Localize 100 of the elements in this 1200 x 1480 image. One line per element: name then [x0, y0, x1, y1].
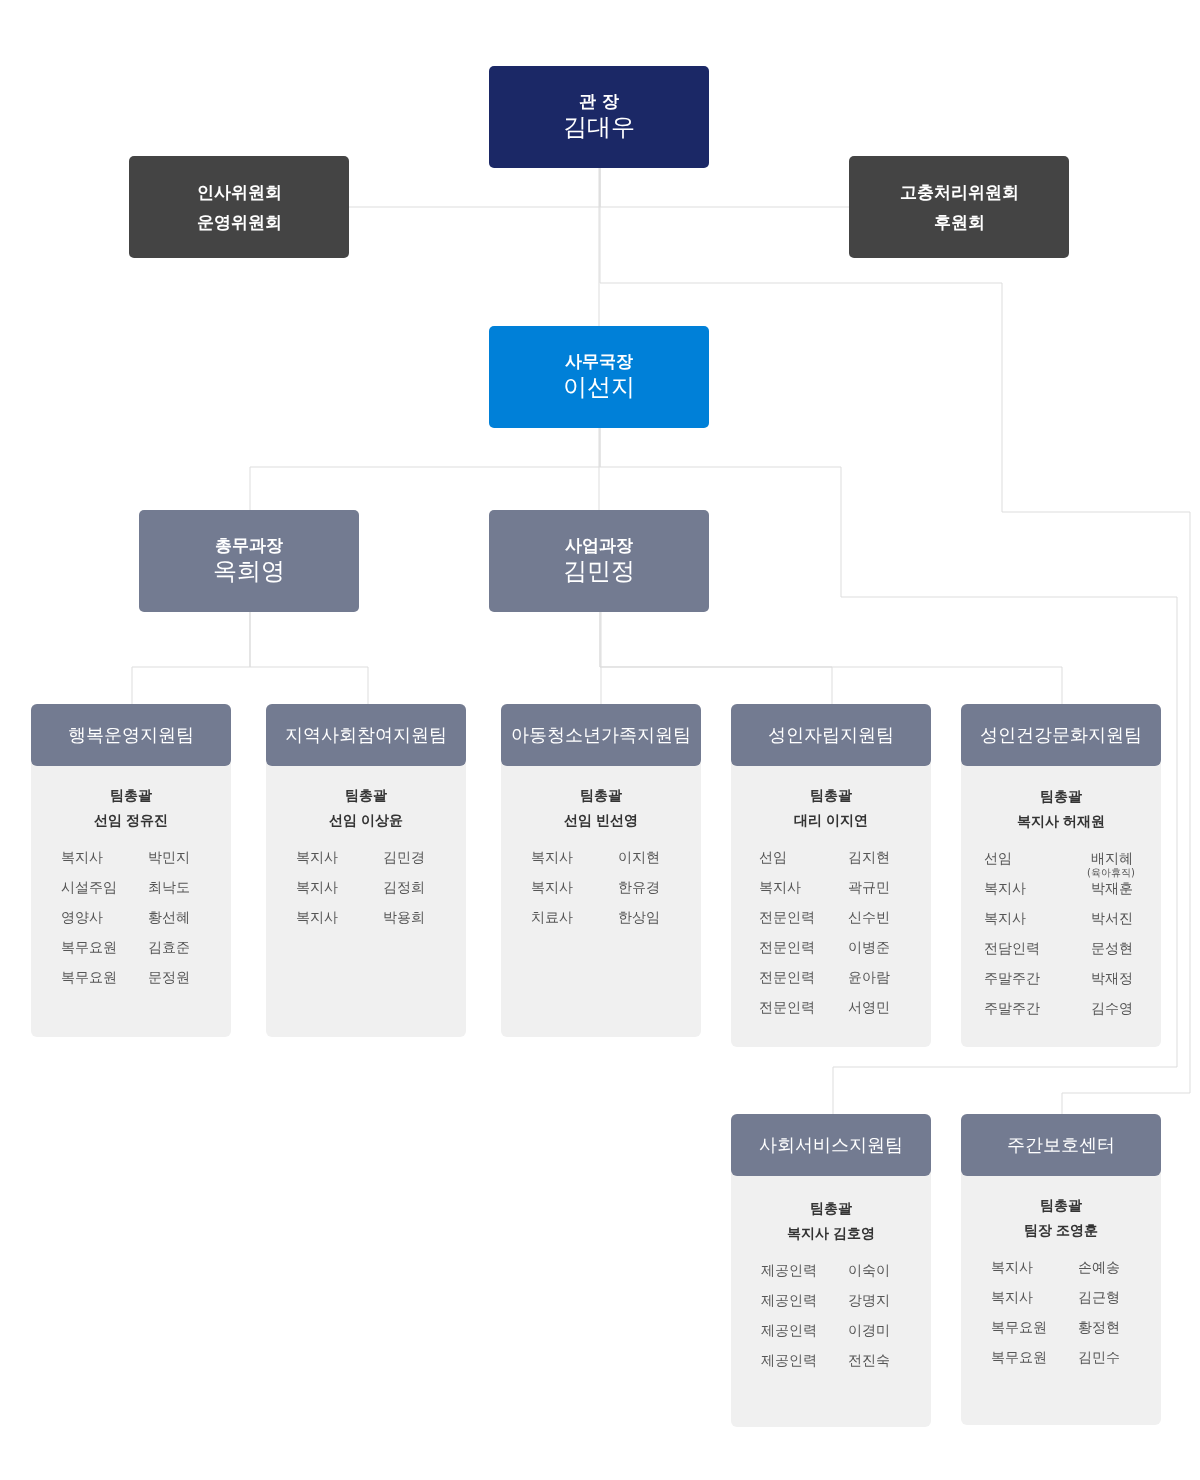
position-box: [139, 510, 359, 612]
staff-name: 이숙이: [848, 1262, 890, 1280]
team-leader: 복지사 허재원: [1015, 813, 1107, 831]
staff-role: 주말주간: [984, 1000, 1040, 1018]
role-title: 팀총괄: [1039, 1197, 1083, 1215]
role-title: 팀총괄: [344, 787, 388, 805]
staff-name: 한유경: [618, 879, 660, 897]
staff-name: 곽규민: [848, 879, 890, 897]
position-box: [489, 66, 709, 168]
person-name: 이선지: [563, 372, 635, 404]
team-header: 사회서비스지원팀: [731, 1114, 931, 1176]
staff-role: 복지사: [531, 849, 573, 867]
staff-role: 복무요원: [991, 1319, 1047, 1337]
staff-role: 복무요원: [61, 939, 117, 957]
team-leader: 선임 정유진: [92, 812, 170, 830]
position-box: [849, 156, 1069, 258]
staff-role: 제공인력: [761, 1292, 817, 1310]
staff-name: 손예송: [1078, 1259, 1120, 1277]
person-name: 후원회: [933, 211, 985, 234]
leave-note: (육아휴직): [1087, 867, 1135, 879]
team-card: [961, 1114, 1161, 1425]
staff-name: 강명지: [848, 1292, 890, 1310]
team-card: [31, 704, 231, 1037]
staff-name: 문성현: [1091, 940, 1133, 958]
staff-name: 황선혜: [148, 909, 190, 927]
staff-role: 복지사: [759, 879, 801, 897]
team-header: 성인자립지원팀: [731, 704, 931, 766]
staff-name: 문정원: [148, 969, 190, 987]
team-leader: 팀장 조영훈: [1022, 1222, 1100, 1240]
position-title: 총무과장: [215, 534, 283, 557]
staff-role: 전문인력: [759, 969, 815, 987]
team-leader: 대리 이지연: [792, 812, 870, 830]
person-name: 김민정: [563, 556, 635, 588]
staff-role: 전문인력: [759, 999, 815, 1017]
staff-role: 전문인력: [759, 939, 815, 957]
staff-role: 복무요원: [61, 969, 117, 987]
connector-line: [599, 611, 1063, 705]
staff-role: 영양사: [61, 909, 103, 927]
role-title: 팀총괄: [809, 787, 853, 805]
staff-role: 주말주간: [984, 970, 1040, 988]
staff-role: 전문인력: [759, 909, 815, 927]
staff-role: 복지사: [991, 1259, 1033, 1277]
connector-line: [599, 427, 1178, 1115]
staff-role: 복지사: [991, 1289, 1033, 1307]
person-name: 운영위원회: [196, 211, 282, 234]
team-card: [266, 704, 466, 1037]
staff-name: 김수영: [1091, 1000, 1133, 1018]
staff-name: 전진숙: [848, 1352, 890, 1370]
team-card: [731, 704, 931, 1047]
staff-role: 제공인력: [761, 1262, 817, 1280]
team-leader: 복지사 김호영: [785, 1225, 877, 1243]
position-title: 관 장: [579, 90, 619, 113]
staff-role: 복지사: [531, 879, 573, 897]
staff-role: 복무요원: [991, 1349, 1047, 1367]
staff-role: 제공인력: [761, 1322, 817, 1340]
staff-name: 이경미: [848, 1322, 890, 1340]
position-box: [489, 510, 709, 612]
role-title: 팀총괄: [109, 787, 153, 805]
staff-name: 김지현: [848, 849, 890, 867]
position-title: 사업과장: [565, 534, 633, 557]
team-header: 행복운영지원팀: [31, 704, 231, 766]
staff-role: 치료사: [531, 909, 573, 927]
role-title: 팀총괄: [1039, 788, 1083, 806]
staff-role: 선임: [759, 849, 787, 867]
staff-name: 윤아람: [848, 969, 890, 987]
staff-name: 박재정: [1091, 970, 1133, 988]
staff-role: 복지사: [296, 879, 338, 897]
staff-name: 이지현: [618, 849, 660, 867]
staff-role: 복지사: [61, 849, 103, 867]
team-card: [731, 1114, 931, 1427]
staff-name: 최낙도: [148, 879, 190, 897]
staff-name: 배지혜: [1091, 850, 1133, 868]
staff-role: 선임: [984, 850, 1012, 868]
position-box: [129, 156, 349, 258]
staff-role: 제공인력: [761, 1352, 817, 1370]
team-card: [961, 704, 1161, 1047]
staff-role: 전담인력: [984, 940, 1040, 958]
staff-name: 황정현: [1078, 1319, 1120, 1337]
staff-name: 김민수: [1078, 1349, 1120, 1367]
staff-name: 신수빈: [848, 909, 890, 927]
staff-role: 복지사: [984, 910, 1026, 928]
team-header: 성인건강문화지원팀: [961, 704, 1161, 766]
staff-name: 이병준: [848, 939, 890, 957]
staff-name: 김근형: [1078, 1289, 1120, 1307]
role-title: 팀총괄: [809, 1200, 853, 1218]
staff-name: 한상임: [618, 909, 660, 927]
team-card: [501, 704, 701, 1037]
staff-role: 복지사: [296, 849, 338, 867]
person-name: 옥희영: [213, 556, 285, 588]
position-title: 고충처리위원회: [899, 180, 1019, 203]
staff-name: 김효준: [148, 939, 190, 957]
team-header: 주간보호센터: [961, 1114, 1161, 1176]
staff-name: 박재훈: [1091, 880, 1133, 898]
staff-name: 김민경: [383, 849, 425, 867]
position-box: [489, 326, 709, 428]
staff-name: 박민지: [148, 849, 190, 867]
role-title: 팀총괄: [579, 787, 623, 805]
staff-name: 박서진: [1091, 910, 1133, 928]
position-title: 인사위원회: [196, 180, 282, 203]
person-name: 김대우: [563, 112, 635, 144]
